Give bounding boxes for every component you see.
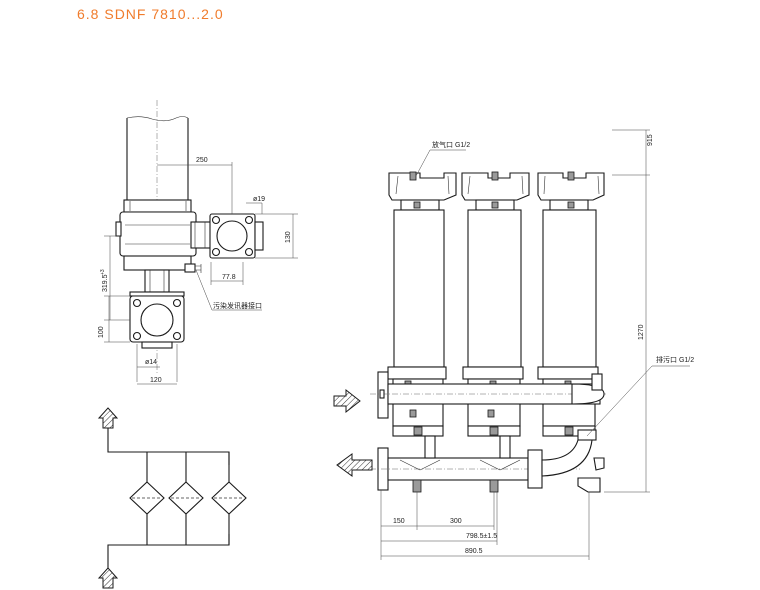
filter-symbol-2	[168, 481, 204, 515]
outlet-arrow-icon	[336, 453, 373, 477]
page-title: 6.8 SDNF 7810...2.0	[77, 6, 224, 22]
cap-1	[388, 171, 457, 211]
arrow-up-icon	[97, 567, 119, 589]
dim-1270: 1270	[638, 324, 645, 340]
dim-120: 120	[150, 377, 162, 384]
label-pollution-port: 污染发讯器接口	[213, 301, 262, 310]
cap-2	[461, 171, 530, 211]
inlet-arrow-icon	[333, 388, 361, 414]
dim-150: 150	[393, 518, 405, 525]
cap-3	[537, 171, 605, 211]
arrow-up-icon	[97, 407, 119, 429]
hydraulic-symbol	[97, 407, 247, 589]
dim-890-5: 890.5	[465, 548, 483, 555]
dim-100: 100	[98, 326, 105, 338]
dim-phi19: ø19	[253, 196, 265, 203]
dim-915: 915	[647, 134, 654, 146]
label-vent-port: 放气口 G1/2	[432, 140, 470, 149]
dim-130: 130	[285, 231, 292, 243]
dim-319-5: 319.5	[102, 274, 109, 292]
dim-300: 300	[450, 518, 462, 525]
front-view: 放气口 G1/2 排污口 G1/2 915 1270 150 300 798.5…	[333, 129, 694, 560]
side-view: 250 ø19 130 77.8 319.5 +3 100 ø14 120 污染…	[98, 100, 298, 385]
dim-798-5: 798.5±1.5	[466, 533, 497, 540]
label-drain-port: 排污口 G1/2	[656, 355, 694, 364]
filter-symbol-3	[211, 481, 247, 515]
dim-250: 250	[196, 157, 208, 164]
dim-319-5-tol: +3	[100, 269, 106, 275]
dim-phi14: ø14	[145, 359, 157, 366]
filter-symbol-1	[129, 481, 165, 515]
dim-77-8: 77.8	[222, 274, 236, 281]
